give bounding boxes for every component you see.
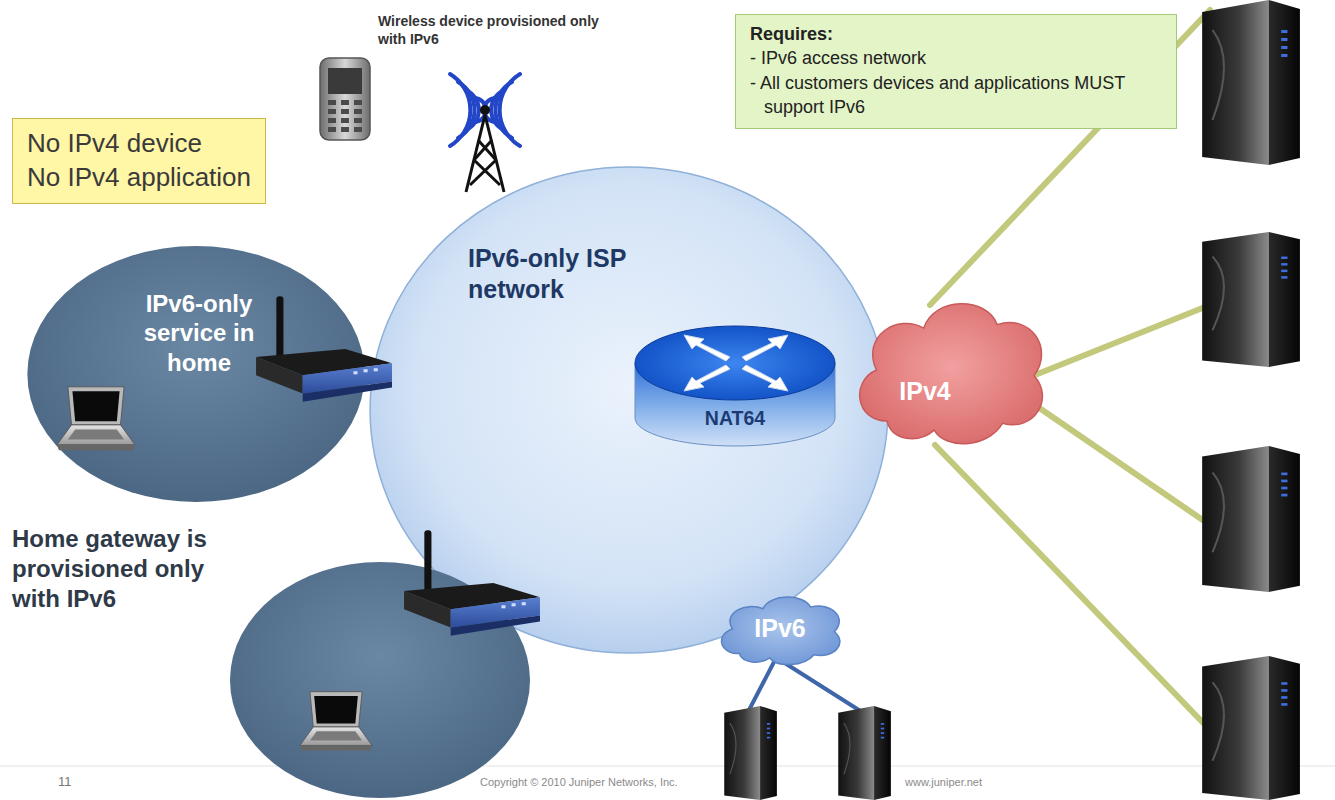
router-cylinder	[630, 323, 840, 448]
ipv6-server-links	[748, 660, 862, 712]
phone-icon	[320, 58, 370, 140]
cloud-shape	[845, 285, 1055, 455]
server-icon	[1202, 446, 1300, 592]
gateway-note: Home gateway is provisioned only with IP…	[12, 524, 217, 614]
node-text: IPv6	[730, 614, 830, 643]
ipv4-cloud: IPv4	[845, 285, 1055, 455]
server-icon	[1202, 0, 1300, 165]
node-text: IPv4	[875, 377, 975, 406]
radio-tower-icon	[450, 74, 520, 192]
note-box: No IPv4 deviceNo IPv4 application	[12, 118, 266, 204]
node-text: - All customers devices and applications…	[750, 71, 1148, 120]
node-text: IPv6-only service in home	[114, 289, 284, 377]
node-text: IPv6-only ISP network	[468, 243, 643, 306]
footer-rule	[0, 766, 1335, 767]
node-text: Requires:	[750, 22, 1162, 46]
server-icon	[1202, 656, 1300, 800]
laptop-icon	[57, 387, 135, 450]
server-icon	[838, 706, 891, 800]
node-text: NAT64	[630, 407, 840, 430]
node-text: No IPv4 device	[27, 127, 251, 161]
website: www.juniper.net	[905, 776, 982, 788]
home-gateway-icon	[256, 296, 392, 401]
device-note: Wireless device provisioned only with IP…	[378, 12, 608, 48]
node-text: No IPv4 application	[27, 161, 251, 195]
server-icon	[1202, 232, 1300, 367]
node-text: - IPv6 access network	[750, 46, 1162, 70]
home-gateway-icon	[404, 530, 540, 635]
copyright: Copyright © 2010 Juniper Networks, Inc.	[480, 776, 678, 788]
requirements-box: Requires:- IPv6 access network- All cust…	[735, 14, 1177, 129]
server-icon	[724, 706, 777, 800]
ipv6-cloud: IPv6	[712, 588, 848, 670]
nat64-router: NAT64	[630, 323, 840, 448]
laptop-icon	[300, 692, 372, 751]
page-number: 11	[58, 774, 72, 789]
